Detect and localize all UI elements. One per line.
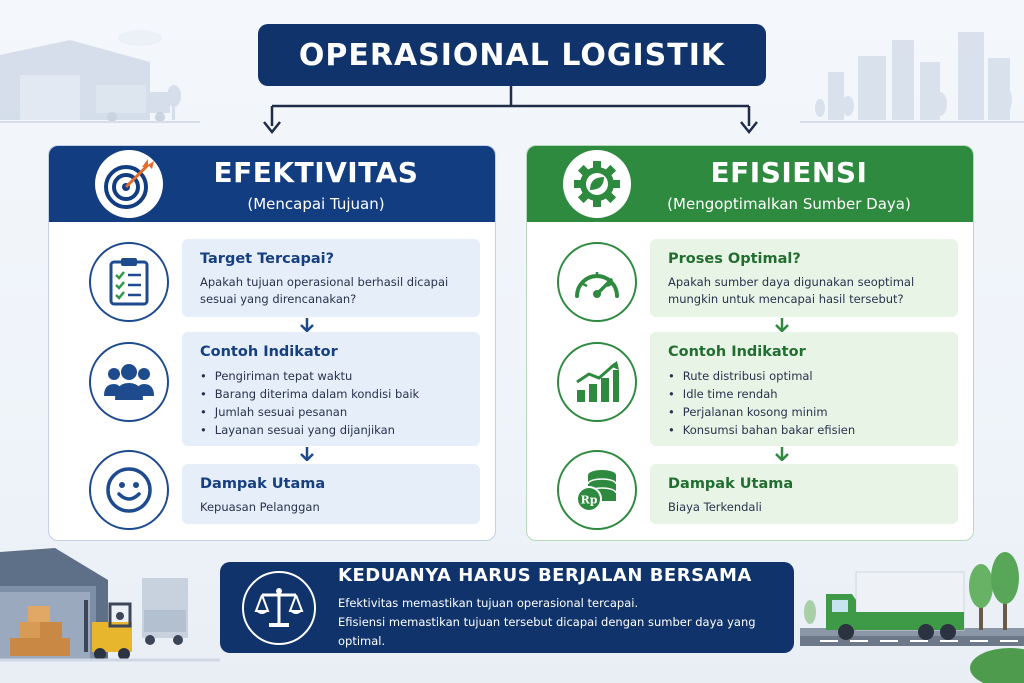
target-icon — [95, 150, 163, 218]
page-title: OPERASIONAL LOGISTIK — [258, 24, 766, 86]
efficiency-indicator-card: Contoh Indikator Rute distribusi optimal… — [650, 332, 958, 446]
effectiveness-header: EFEKTIVITAS (Mencapai Tujuan) — [49, 146, 495, 222]
list-item: Pengiriman tepat waktu — [200, 367, 462, 385]
effectiveness-panel: EFEKTIVITAS (Mencapai Tujuan) Target Ter… — [48, 145, 496, 541]
banner-line-1: Efektivitas memastikan tujuan operasiona… — [338, 595, 639, 610]
efficiency-indicator-list: Rute distribusi optimal Idle time rendah… — [668, 367, 940, 439]
scale-icon — [242, 570, 316, 645]
impact-card-text: Kepuasan Pelanggan — [200, 500, 320, 514]
cost-card-text: Biaya Terkendali — [668, 500, 762, 514]
cost-card-title: Dampak Utama — [668, 476, 794, 492]
efficiency-title: EFISIENSI — [710, 155, 868, 189]
list-item: Perjalanan kosong minim — [668, 403, 940, 421]
efficiency-panel: EFISIENSI (Mengoptimalkan Sumber Daya) P… — [526, 145, 974, 541]
target-card-title: Target Tercapai? — [200, 251, 335, 267]
indicator-card-title: Contoh Indikator — [200, 344, 338, 360]
indicator-card: Contoh Indikator Pengiriman tepat waktu … — [182, 332, 480, 446]
target-card: Target Tercapai? Apakah tujuan operasion… — [182, 239, 480, 317]
list-item: Idle time rendah — [668, 385, 940, 403]
cost-card: Dampak Utama Biaya Terkendali — [650, 464, 958, 524]
list-item: Konsumsi bahan bakar efisien — [668, 421, 940, 439]
efficiency-indicator-title: Contoh Indikator — [668, 344, 806, 360]
smiley-icon — [89, 450, 169, 530]
people-icon — [89, 342, 169, 422]
banner-line-2: Efisiensi memastikan tujuan tersebut dic… — [338, 614, 756, 648]
banner-title: KEDUANYA HARUS BERJALAN BERSAMA — [338, 564, 752, 586]
list-item: Layanan sesuai yang dijanjikan — [200, 421, 462, 439]
impact-card: Dampak Utama Kepuasan Pelanggan — [182, 464, 480, 524]
down-arrow-icon — [775, 318, 789, 332]
efficiency-header: EFISIENSI (Mengoptimalkan Sumber Daya) — [527, 146, 973, 222]
down-arrow-icon — [300, 318, 314, 332]
gauge-icon — [557, 242, 637, 322]
down-arrow-icon — [300, 447, 314, 461]
down-arrow-icon — [775, 447, 789, 461]
gear-leaf-icon — [563, 150, 631, 218]
list-item: Jumlah sesuai pesanan — [200, 403, 462, 421]
coin-label: Rp — [581, 494, 598, 507]
impact-card-title: Dampak Utama — [200, 476, 326, 492]
coins-icon: Rp — [557, 450, 637, 530]
indicator-list: Pengiriman tepat waktu Barang diterima d… — [200, 367, 462, 439]
effectiveness-title: EFEKTIVITAS — [213, 155, 419, 189]
summary-banner: KEDUANYA HARUS BERJALAN BERSAMA Efektivi… — [220, 562, 794, 653]
checklist-icon — [89, 242, 169, 322]
process-card-text: Apakah sumber daya digunakan seoptimal m… — [668, 275, 915, 306]
process-card-title: Proses Optimal? — [668, 251, 801, 267]
effectiveness-subtitle: (Mencapai Tujuan) — [247, 194, 385, 213]
list-item: Rute distribusi optimal — [668, 367, 940, 385]
list-item: Barang diterima dalam kondisi baik — [200, 385, 462, 403]
process-card: Proses Optimal? Apakah sumber daya digun… — [650, 239, 958, 317]
growth-chart-icon — [557, 342, 637, 422]
title-connector — [263, 86, 758, 135]
target-card-text: Apakah tujuan operasional berhasil dicap… — [200, 275, 449, 306]
efficiency-subtitle: (Mengoptimalkan Sumber Daya) — [667, 194, 911, 213]
